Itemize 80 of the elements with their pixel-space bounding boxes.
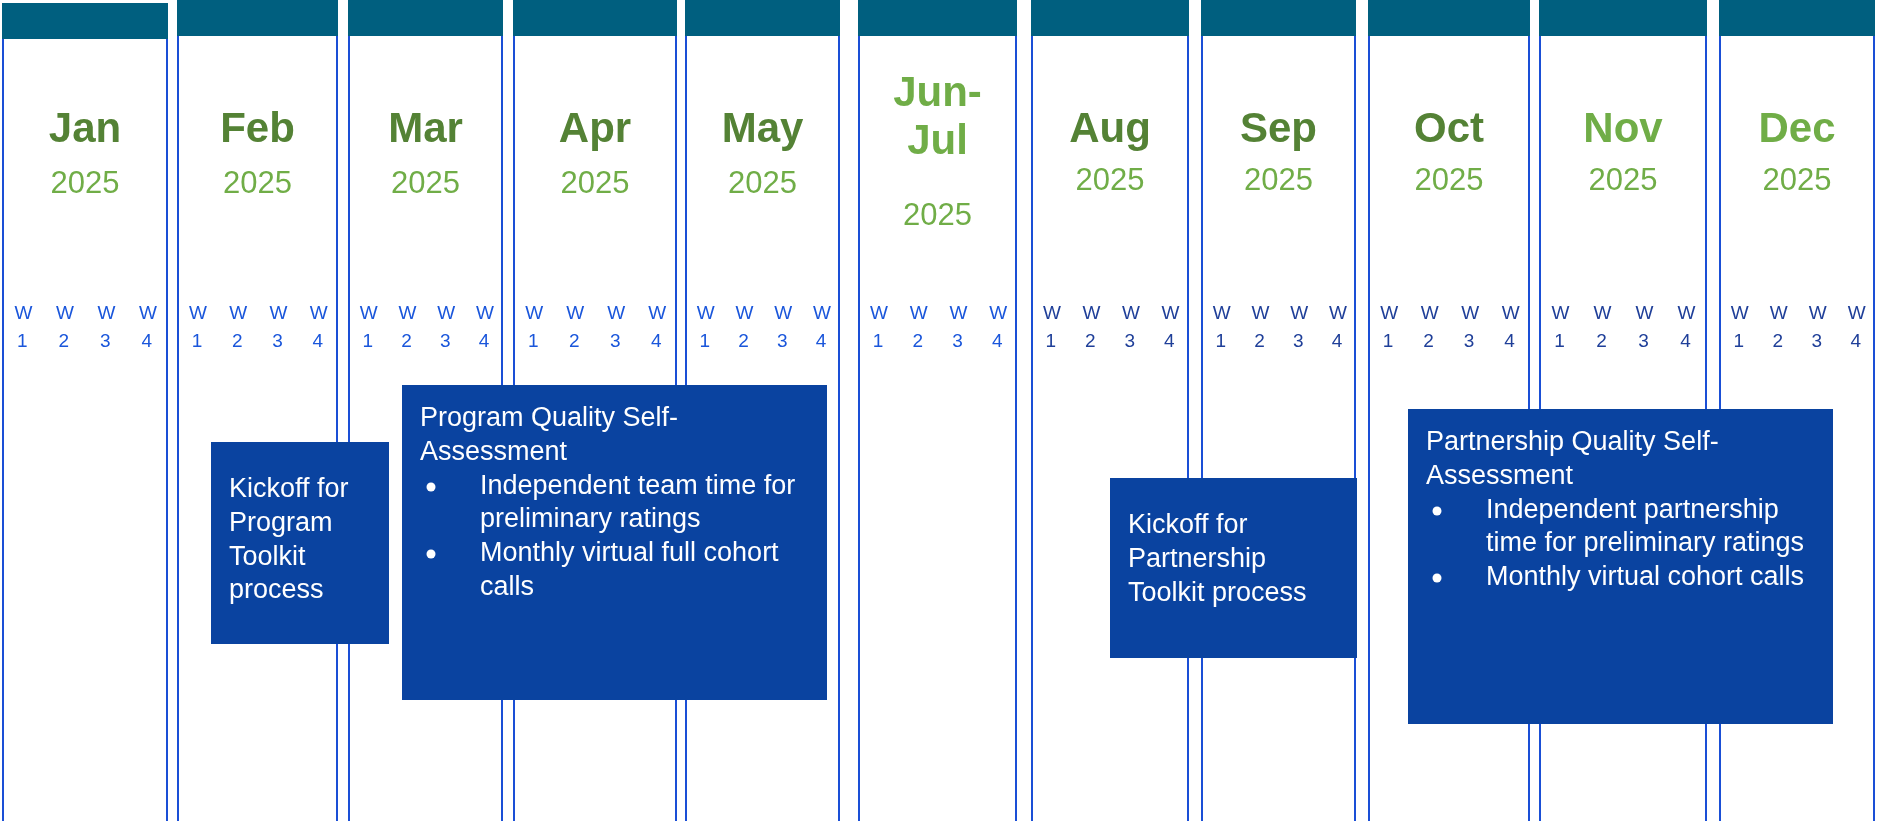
week-label: W 4	[648, 301, 665, 353]
event-box	[1408, 409, 1833, 724]
week-label: W 3	[1635, 301, 1652, 353]
year-label: 2025	[49, 165, 121, 201]
week-label: W 3	[437, 301, 454, 353]
bullet-text: Independent partnership time for preliminary ratings	[1486, 493, 1805, 558]
week-label: W 3	[1461, 301, 1478, 353]
month-label: Nov	[1582, 104, 1664, 153]
week-label: W 1	[525, 301, 542, 353]
week-label: W 2	[1769, 301, 1786, 353]
week-label: W 1	[14, 301, 31, 353]
week-label: W 1	[359, 301, 376, 353]
event-box	[402, 385, 827, 700]
week-label: W 2	[566, 301, 583, 353]
year-label: 2025	[1413, 162, 1485, 198]
event-title: Kickoff for Program Toolkit process	[229, 472, 350, 607]
week-label: W 2	[229, 301, 246, 353]
week-label: W 4	[1677, 301, 1694, 353]
month-label: Dec	[1757, 104, 1837, 153]
week-label: W 3	[1290, 301, 1307, 353]
week-label: W 2	[1251, 301, 1268, 353]
month-label: Jan	[47, 104, 123, 153]
year-label: 2025	[222, 165, 293, 201]
week-label: W 1	[1551, 301, 1568, 353]
week-label: W 1	[696, 301, 713, 353]
event-box	[1110, 478, 1357, 658]
year-label: 2025	[1761, 162, 1833, 198]
week-label: W 1	[1730, 301, 1747, 353]
week-label: W 4	[1328, 301, 1345, 353]
week-label: W 3	[607, 301, 624, 353]
week-label: W 4	[138, 301, 155, 353]
week-label: W 1	[189, 301, 206, 353]
month-label: May	[720, 104, 805, 153]
week-label: W 2	[1593, 301, 1610, 353]
month-label: Apr	[557, 104, 633, 153]
bullet-text: Monthly virtual full cohort calls	[480, 537, 779, 601]
year-label: 2025	[727, 165, 798, 201]
week-label: W 1	[1212, 301, 1229, 353]
bullet-text: Monthly virtual cohort calls	[1486, 561, 1805, 591]
month-label: Mar	[387, 104, 464, 153]
week-label: W 3	[1121, 301, 1138, 353]
year-label: 2025	[390, 165, 461, 201]
week-label: W 1	[1042, 301, 1059, 353]
week-label: W 4	[475, 301, 492, 353]
week-label: W 3	[949, 301, 966, 353]
month-column	[858, 0, 1017, 821]
year-label: 2025	[1074, 162, 1146, 198]
month-label: Aug	[1068, 104, 1152, 153]
month-label: Sep	[1239, 104, 1318, 153]
week-label: W 4	[309, 301, 326, 353]
year-label: 2025	[902, 197, 973, 233]
event-title: Kickoff for Partnership Toolkit process	[1128, 508, 1308, 609]
week-label: W 1	[869, 301, 886, 353]
week-label: W 2	[1420, 301, 1437, 353]
week-label: W 1	[1380, 301, 1397, 353]
week-label: W 4	[812, 301, 829, 353]
week-label: W 2	[1082, 301, 1099, 353]
year-label: 2025	[559, 165, 631, 201]
week-label: W 3	[97, 301, 114, 353]
event-box	[211, 442, 389, 644]
year-label: 2025	[1587, 162, 1659, 198]
week-label: W 4	[1847, 301, 1864, 353]
month-column	[2, 3, 168, 821]
week-label: W 2	[735, 301, 752, 353]
bullet-text: Independent team time for preliminary ratings	[480, 469, 796, 534]
month-label: Jun-Jul	[892, 68, 983, 165]
week-label: W 3	[774, 301, 791, 353]
week-label: W 2	[909, 301, 926, 353]
event-title: Program Quality Self-Assessment	[420, 401, 680, 468]
event-title: Partnership Quality Self-Assessment	[1426, 425, 1720, 492]
week-label: W 4	[1501, 301, 1518, 353]
week-label: W 4	[1161, 301, 1178, 353]
week-label: W 3	[269, 301, 286, 353]
week-label: W 4	[989, 301, 1006, 353]
month-label: Oct	[1413, 104, 1485, 153]
week-label: W 2	[398, 301, 415, 353]
month-label: Feb	[219, 104, 296, 153]
week-label: W 3	[1808, 301, 1825, 353]
year-label: 2025	[1243, 162, 1314, 198]
week-label: W 2	[55, 301, 72, 353]
